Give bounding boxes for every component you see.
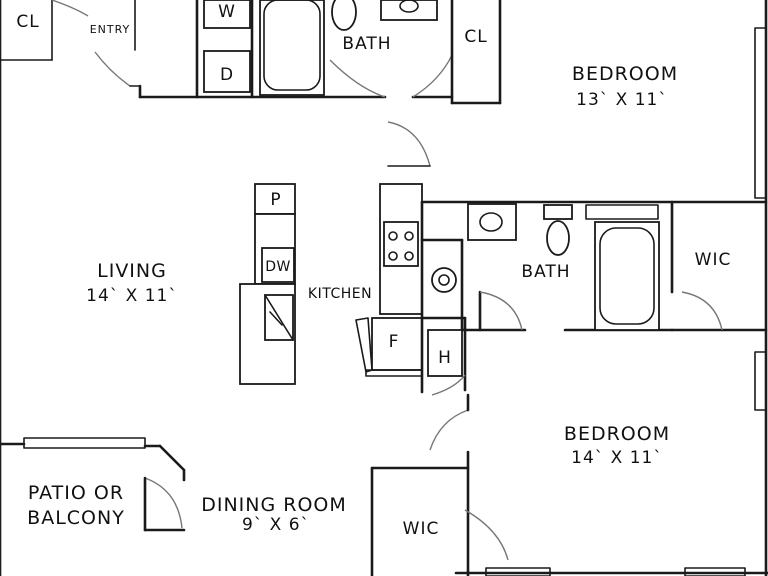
bathtub-top: [259, 0, 325, 96]
washer-label: W: [218, 2, 236, 22]
dishwasher-label: DW: [265, 259, 291, 275]
fridge-label: F: [389, 332, 400, 352]
sink-top: [380, 0, 438, 21]
entry-area: [94, 0, 141, 87]
wic-right-label: WIC: [695, 250, 732, 270]
living-size: 14` X 11`: [86, 286, 178, 306]
bedroom-top-size: 13` X 11`: [576, 90, 668, 110]
dryer-label: D: [220, 65, 234, 85]
toilet-mid: [546, 220, 570, 256]
water-heater-label: H: [438, 348, 452, 368]
bath-top-label: BATH: [342, 34, 391, 54]
dining-size: 9` X 6`: [242, 515, 310, 535]
patio-label-line1: PATIO OR: [28, 482, 124, 504]
toilet-top: [331, 0, 357, 31]
closet-top-left: [0, 0, 89, 61]
bath-mid-label: BATH: [521, 262, 570, 282]
water-heater-tank: [431, 267, 457, 293]
closet-top-right-label: CL: [464, 27, 487, 47]
bedroom-bottom-name: BEDROOM: [564, 423, 670, 445]
bedroom-top-name: BEDROOM: [572, 63, 678, 85]
water-heater: [427, 329, 463, 377]
pantry-label: P: [270, 190, 281, 210]
dining-name: DINING ROOM: [201, 494, 347, 516]
kitchen-label: KITCHEN: [308, 286, 372, 302]
sink-mid: [467, 203, 517, 241]
patio-walls: [143, 468, 186, 532]
wic-bottom: [370, 466, 509, 576]
wic-bottom-label: WIC: [403, 519, 440, 539]
toilet-tank-mid: [543, 204, 573, 220]
bedroom-bottom-size: 14` X 11`: [571, 448, 663, 468]
bathtub-mid: [594, 221, 660, 331]
kitchen-counters: [239, 183, 423, 385]
washer: [203, 0, 251, 29]
dryer: [203, 50, 251, 93]
entry-label: ENTRY: [90, 23, 131, 36]
closet-top-left-label: CL: [16, 12, 39, 32]
laundry-bath-block: [138, 0, 502, 105]
living-name: LIVING: [97, 260, 167, 282]
patio-label-line2: BALCONY: [27, 507, 125, 529]
patio-window: [23, 437, 146, 449]
